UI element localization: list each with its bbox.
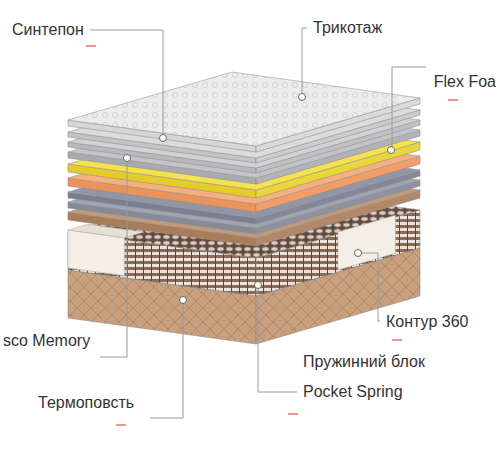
leader-line: [361, 253, 380, 321]
part-label: Pocket Spring: [303, 383, 403, 401]
leader-line: [392, 67, 426, 147]
leader-dot: [180, 297, 187, 304]
contour-frame: [338, 215, 395, 270]
leader-dot: [299, 94, 306, 101]
accent-tick: [116, 424, 126, 425]
leader-line: [302, 28, 307, 94]
leader-line: [100, 161, 127, 357]
part-label: Пружинний блок: [303, 353, 425, 371]
part-label: Трикотаж: [313, 19, 382, 37]
part-label: Термоповсть: [38, 394, 134, 412]
leader-line: [258, 288, 297, 392]
accent-tick: [288, 413, 298, 414]
leader-dot: [388, 147, 395, 154]
part-label: sco Memory: [3, 332, 90, 350]
leader-dot: [255, 282, 262, 289]
accent-tick: [448, 99, 458, 100]
part-label: Контур 360: [386, 313, 468, 331]
leader-dot: [160, 135, 167, 142]
part-label: Flex Foa: [434, 73, 496, 91]
part-label: Синтепон: [12, 21, 84, 39]
leader-line: [150, 303, 183, 418]
accent-tick: [86, 45, 96, 46]
mattress-layer-top: [68, 72, 420, 146]
leader-dot: [355, 250, 362, 257]
accent-tick: [392, 339, 402, 340]
leader-dot: [124, 155, 131, 162]
leader-line: [90, 30, 163, 135]
